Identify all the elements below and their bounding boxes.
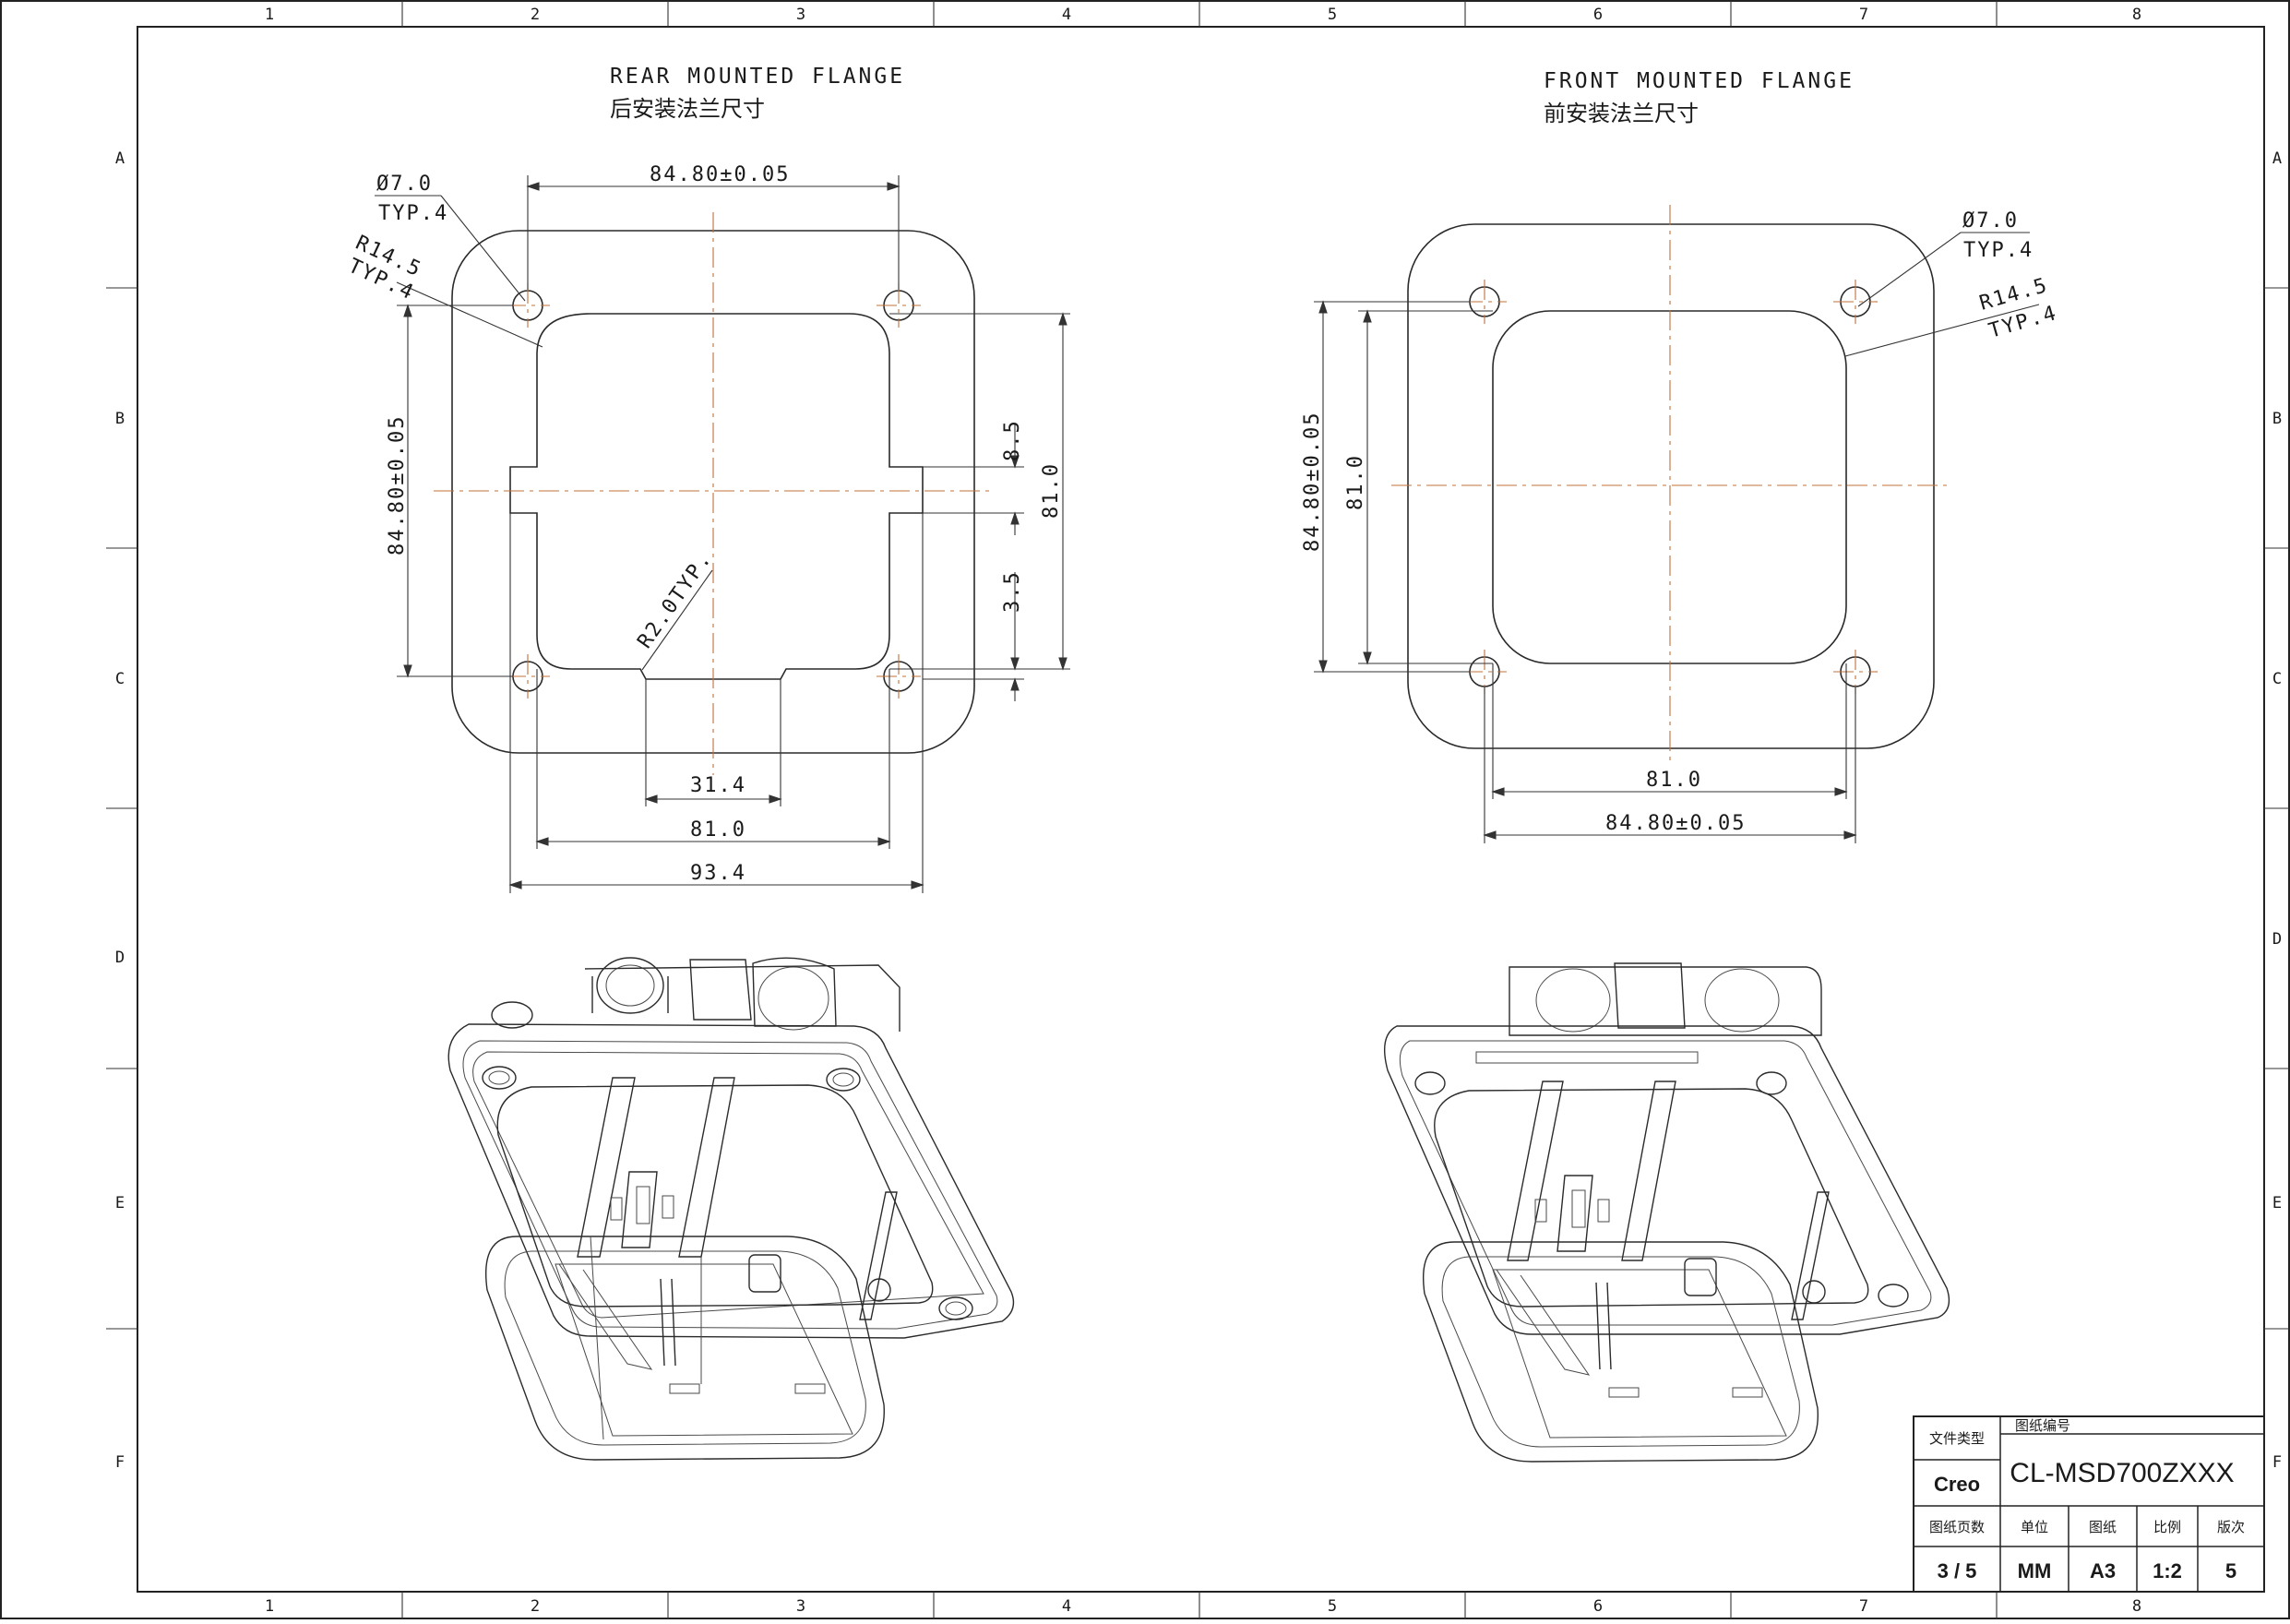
tb-paper-label: 图纸 [2089,1519,2117,1535]
front-dim-hole-dia-text: Ø7.0 [1962,209,2019,233]
rear-dim-hole-pitch-h-text: 84.80±0.05 [650,163,790,186]
tb-drawing-no-value: CL-MSD700ZXXX [2010,1458,2234,1488]
tb-drawing-no-label: 图纸编号 [2015,1417,2070,1434]
front-dim-hole-typ-text: TYP.4 [1963,239,2034,262]
rear-dim-hole-dia-text: Ø7.0 [376,173,433,196]
row-label-a-right: A [2272,149,2282,168]
col-label-7-bottom: 7 [1859,1597,1868,1616]
row-label-e: E [115,1194,125,1212]
rear-connector-isometric [447,957,1015,1461]
front-connector-isometric [1384,962,1950,1463]
col-label-1: 1 [265,6,274,24]
front-dim-hole-pitch-v-text: 84.80±0.05 [1301,412,1324,552]
rear-dim-opening-h-text: 81.0 [1040,462,1063,519]
front-dim-hole-pitch-h-text: 84.80±0.05 [1605,812,1746,835]
col-label-2: 2 [531,6,540,24]
col-label-8: 8 [2132,6,2141,24]
front-title-cn: 前安装法兰尺寸 [1544,101,1699,126]
tb-file-type-label: 文件类型 [1929,1430,1985,1447]
col-label-5: 5 [1328,6,1337,24]
tb-scale-value: 1:2 [2153,1559,2182,1582]
front-flange-view: FRONT MOUNTED FLANGE 前安装法兰尺寸 Ø7.0 TYP.4 … [1301,69,2060,843]
row-label-b-right: B [2272,410,2282,428]
col-label-2-bottom: 2 [531,1597,540,1616]
rear-title-en: REAR MOUNTED FLANGE [610,65,905,89]
front-dim-opening-h-text: 81.0 [1344,454,1367,510]
row-label-d-right: D [2272,930,2282,949]
front-dim-left-side [1314,300,1493,674]
rear-dim-corner-r-leader [396,281,543,348]
rear-dim-overall-w-text: 93.4 [690,862,746,885]
row-label-c: C [115,670,125,688]
rear-dim-notch-r-leader [641,569,713,671]
row-label-e-right: E [2272,1194,2282,1212]
tb-unit-value: MM [2018,1559,2052,1582]
tb-rev-value: 5 [2225,1559,2236,1582]
rear-dim-right-side [889,312,1070,701]
front-title-en: FRONT MOUNTED FLANGE [1544,69,1855,93]
row-label-f-right: F [2272,1453,2282,1472]
col-label-6-bottom: 6 [1593,1597,1603,1616]
col-label-3-bottom: 3 [796,1597,805,1616]
front-dim-bottom [1483,663,1857,843]
col-label-3: 3 [796,6,805,24]
rear-dim-notch-r-text: R2.0TYP. [633,547,716,652]
tb-scale-label: 比例 [2153,1519,2181,1535]
tb-paper-value: A3 [2090,1559,2116,1582]
rear-dim-bottom [508,513,924,893]
tb-rev-label: 版次 [2217,1519,2245,1535]
col-label-5-bottom: 5 [1328,1597,1337,1616]
tb-pages-label: 图纸页数 [1929,1519,1985,1535]
rear-centerlines [434,212,993,775]
front-dim-opening-w-text: 81.0 [1646,769,1702,792]
col-label-1-bottom: 1 [265,1597,274,1616]
front-flange-outline [1407,223,1935,749]
rear-title-cn: 后安装法兰尺寸 [610,96,765,122]
col-label-6: 6 [1593,6,1603,24]
front-dim-hole-dia-leader [1857,232,2030,307]
rear-dim-hole-typ-text: TYP.4 [378,202,448,225]
row-label-a: A [115,149,125,168]
col-label-4-bottom: 4 [1062,1597,1071,1616]
tb-pages-value: 3 / 5 [1938,1559,1977,1582]
tb-unit-label: 单位 [2021,1519,2048,1535]
rear-dim-hole-pitch-v [397,304,513,678]
rear-mounting-holes [512,290,914,692]
rear-flange-view: REAR MOUNTED FLANGE 后安装法兰尺寸 84.80± [344,65,1070,893]
rear-dim-slot-text: 8.5 [1001,419,1024,461]
row-label-b: B [115,410,125,428]
row-label-d: D [115,949,125,967]
rear-dim-hole-pitch-h [526,175,900,290]
col-label-4: 4 [1062,6,1071,24]
rear-dim-opening-w-text: 81.0 [690,818,746,842]
rear-dim-notch-w-text: 31.4 [690,774,746,797]
row-label-f: F [115,1453,125,1472]
rear-dim-gap-text: 3.5 [1001,570,1024,613]
rear-dim-hole-dia-leader [375,195,526,302]
col-label-8-bottom: 8 [2132,1597,2141,1616]
row-label-c-right: C [2272,670,2282,688]
tb-file-type-value: Creo [1934,1473,1980,1496]
rear-flange-opening [509,313,924,680]
title-block: 文件类型 Creo 图纸编号 CL-MSD700ZXXX 图纸页数 3 / 5 … [1913,1415,2265,1593]
front-dim-corner-r-leader [1844,304,2040,357]
rear-dim-hole-pitch-v-text: 84.80±0.05 [386,415,409,555]
col-label-7: 7 [1859,6,1868,24]
